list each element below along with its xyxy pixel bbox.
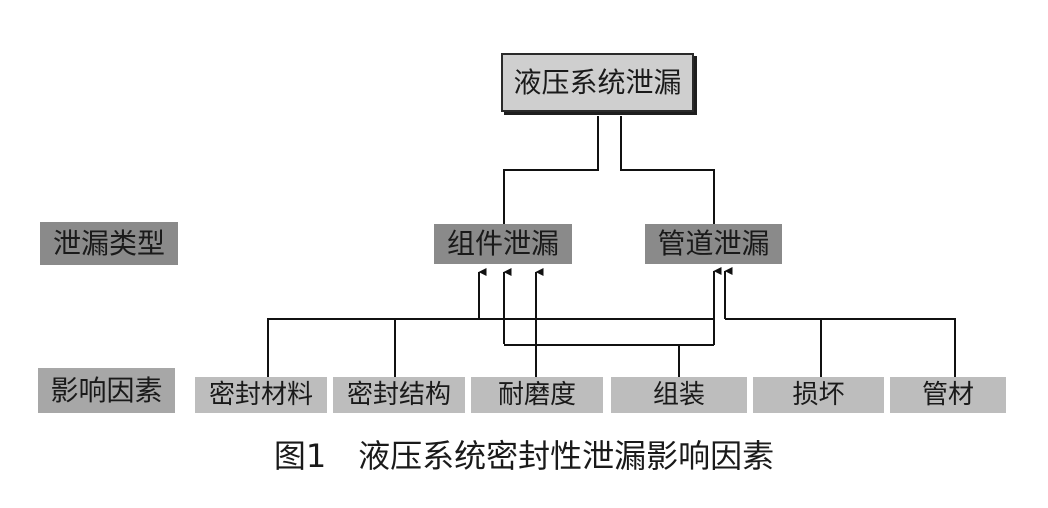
bus-assembly	[504, 344, 680, 377]
connector-component-to-root	[503, 116, 599, 232]
factor-assembly: 组装	[611, 377, 747, 413]
factor-seal-structure: 密封结构	[333, 377, 465, 413]
bus-seal-factors	[267, 318, 479, 377]
row-label-leak-types: 泄漏类型	[40, 222, 178, 265]
node-component-leakage: 组件泄漏	[434, 224, 572, 264]
factor-damage: 损坏	[753, 377, 884, 413]
connector-pipeline-to-root	[620, 116, 715, 225]
row-label-factors: 影响因素	[38, 368, 175, 413]
figure-caption: 图1 液压系统密封性泄漏影响因素	[273, 437, 775, 475]
factor-pipe-material: 管材	[890, 377, 1006, 413]
factor-wear-resistance: 耐磨度	[471, 377, 603, 413]
bus-pipe-factors	[725, 318, 956, 377]
root-node: 液压系统泄漏	[501, 53, 694, 112]
node-pipeline-leakage: 管道泄漏	[645, 224, 782, 264]
factor-seal-material: 密封材料	[195, 377, 327, 413]
